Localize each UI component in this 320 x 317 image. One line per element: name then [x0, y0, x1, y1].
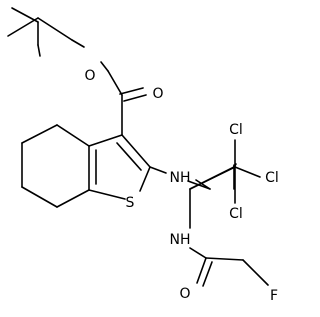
bond — [121, 134, 151, 168]
fluorine-label: F — [270, 288, 278, 304]
carbonyl-oxygen-label: O — [152, 86, 163, 102]
molecule-diagram: O O S NH NH Cl Cl Cl O F — [7, 7, 279, 304]
chlorine-label: Cl — [229, 122, 243, 138]
bond — [21, 186, 58, 208]
bond — [88, 189, 126, 200]
bond — [71, 39, 85, 48]
bond — [37, 17, 73, 41]
bond — [149, 166, 167, 174]
bond — [37, 44, 41, 57]
amide-oxygen-label: O — [179, 286, 190, 302]
bond — [56, 124, 90, 147]
bond — [202, 261, 213, 287]
bond — [234, 166, 261, 178]
bond — [11, 7, 39, 23]
bond — [107, 70, 123, 96]
amine-nh-label: NH — [170, 170, 191, 186]
bond — [7, 17, 39, 37]
bond — [116, 142, 142, 171]
ester-oxygen-label: O — [84, 68, 95, 84]
bond — [139, 166, 151, 192]
bond — [189, 247, 207, 259]
structure-canvas: O O S NH NH Cl Cl Cl O F — [7, 7, 279, 304]
bond — [88, 134, 123, 147]
bond — [123, 94, 147, 102]
bond — [205, 257, 244, 261]
bond — [21, 124, 58, 144]
bond — [189, 166, 236, 190]
sulfur-label: S — [126, 195, 135, 211]
bond — [56, 189, 90, 208]
bond — [242, 259, 269, 286]
bond — [119, 87, 144, 95]
bond — [196, 257, 207, 284]
bond — [100, 61, 109, 72]
chlorine-label: Cl — [265, 170, 279, 186]
chlorine-label: Cl — [229, 206, 243, 222]
amide-nh-label: NH — [170, 232, 191, 248]
